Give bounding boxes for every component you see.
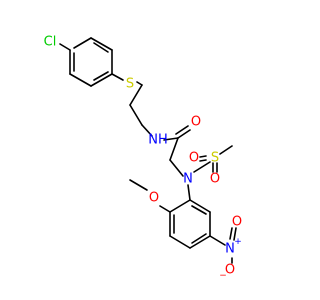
c-o-double-bond-b <box>175 125 189 135</box>
atom-s-sulfonyl: S <box>211 151 219 166</box>
atom-o-nitro-bottom: O <box>225 263 235 278</box>
atom-s-thioether: S <box>126 77 134 92</box>
atom-nh: NH <box>148 133 168 148</box>
molecule-canvas: Cl S NH O N S O O O N + O O − <box>43 34 243 282</box>
ch2-nh-bond <box>141 124 153 137</box>
atom-o-nitro-top: O <box>232 215 242 230</box>
atom-o-methoxy: O <box>149 191 159 206</box>
structure-drawing: Cl S NH O N S O O O N + O O − <box>44 35 242 282</box>
s-o-left-a <box>199 155 207 158</box>
ch2-ch2-bond-2 <box>129 104 143 126</box>
s-ch3-bond <box>219 145 233 155</box>
atom-o-sulfonyl-left: O <box>189 151 199 166</box>
ring-s-bond <box>111 73 124 81</box>
ring-o-methoxy-bond <box>159 205 171 213</box>
atom-n-sulfonamide: N <box>183 172 193 187</box>
ch2-n-bond <box>169 159 184 177</box>
atom-n-nitro-charge: + <box>234 237 242 247</box>
ch2-ch2-bond-1 <box>129 84 143 106</box>
s-ch2-bond <box>136 81 143 86</box>
atom-n-nitro: N <box>225 242 235 257</box>
atom-o-nitro-charge: − <box>219 271 227 281</box>
n-o-top-a <box>233 227 237 241</box>
atom-o-amide: O <box>191 115 201 130</box>
nh-c-bond <box>163 137 179 141</box>
c-o-double-bond-a <box>177 129 191 139</box>
n-o-top-b <box>229 227 233 240</box>
nitrophenyl-ring <box>169 199 211 249</box>
c-ch2-bond <box>169 137 179 161</box>
o-ch3-bond <box>129 179 148 191</box>
n-aryl-bond <box>187 184 191 201</box>
atom-cl: Cl <box>44 35 57 50</box>
c-cl-bond <box>59 43 71 51</box>
chlorophenyl-ring <box>69 37 113 87</box>
n-s-bond <box>193 161 211 173</box>
s-o-left-b <box>199 159 207 162</box>
ring-n-nitro-bond <box>209 235 226 246</box>
atom-o-sulfonyl-bottom: O <box>210 172 220 187</box>
